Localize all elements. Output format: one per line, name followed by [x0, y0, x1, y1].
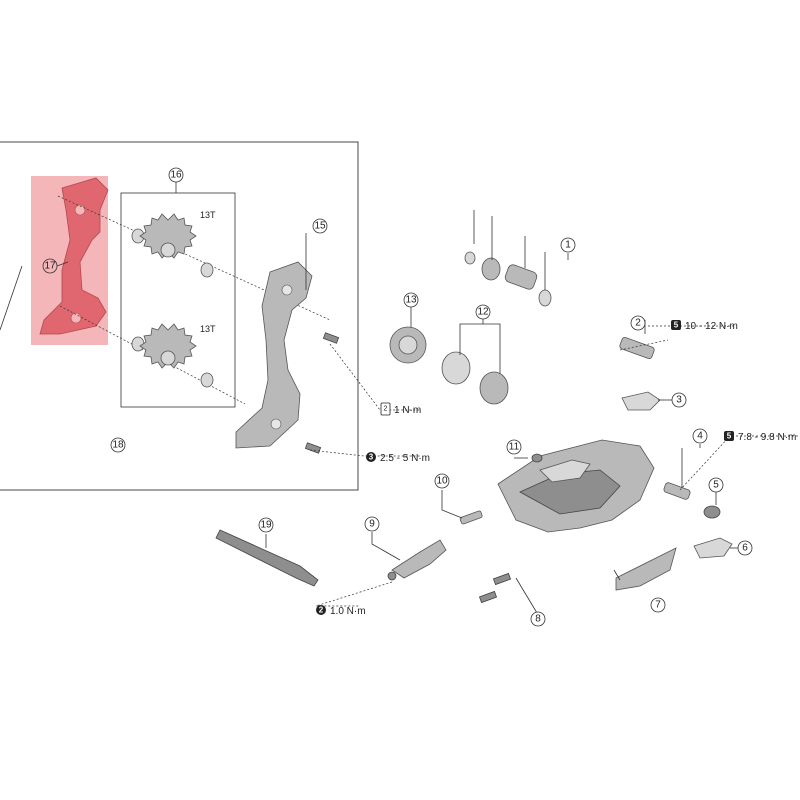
protective-guard	[615, 547, 677, 591]
svg-text:5: 5	[674, 321, 679, 330]
svg-text:13: 13	[405, 295, 417, 306]
svg-text:1: 1	[565, 240, 571, 251]
pulley-hub	[160, 242, 176, 258]
svg-text:5: 5	[713, 480, 719, 491]
svg-text:2: 2	[635, 318, 641, 329]
torque-spec-stop-bolt: 5 7.8 - 9.8 N·m	[724, 431, 796, 443]
bolt-cap	[703, 505, 721, 519]
callout-2: 2	[630, 315, 646, 331]
adjust-screw	[492, 572, 512, 586]
link-arm	[391, 539, 447, 579]
bushing	[441, 351, 471, 385]
svg-text:10 - 12 N·m: 10 - 12 N·m	[685, 321, 738, 332]
svg-text:6: 6	[742, 543, 748, 554]
pulley-hub	[160, 350, 176, 366]
callout-11: 11	[506, 439, 522, 455]
cage-bolt	[304, 442, 322, 454]
arm-screw	[387, 571, 397, 581]
torque-spec-bolt: 5 10 - 12 N·m	[671, 320, 738, 332]
svg-text:7: 7	[655, 600, 661, 611]
bushing	[481, 257, 501, 281]
bushing	[479, 371, 509, 405]
cage-hole	[270, 418, 282, 430]
cage-bolt	[322, 332, 340, 344]
svg-text:1.0 N·m: 1.0 N·m	[330, 606, 366, 617]
pulley-washer	[200, 262, 214, 278]
svg-text:8: 8	[535, 614, 541, 625]
callout-18: 18	[110, 437, 126, 453]
plate-center	[398, 335, 418, 355]
callout-9: 9	[364, 516, 380, 532]
spring-clip	[464, 251, 476, 265]
callout-3: 3	[671, 392, 687, 408]
svg-text:3: 3	[676, 395, 682, 406]
adjust-screw	[478, 590, 498, 604]
small-bushing	[531, 453, 543, 463]
callout-1: 1	[560, 237, 576, 253]
svg-text:9: 9	[369, 519, 375, 530]
svg-text:1 N·m: 1 N·m	[394, 405, 421, 416]
svg-text:10: 10	[436, 476, 448, 487]
svg-text:17: 17	[44, 261, 56, 272]
callout-8: 8	[530, 611, 546, 627]
callout-7: 7	[650, 597, 666, 613]
svg-text:11: 11	[509, 442, 520, 453]
callout-13: 13	[403, 292, 419, 308]
body-detail	[539, 459, 591, 483]
cage-hole	[70, 312, 82, 324]
callout-10: 10	[434, 473, 450, 489]
callout-16: 16	[168, 167, 184, 183]
svg-text:12: 12	[477, 307, 489, 318]
leader-lines	[0, 182, 800, 619]
callout-6: 6	[737, 540, 753, 556]
torque-spec-pulley-upper: 2 1 N·m	[380, 402, 421, 416]
svg-text:3: 3	[369, 453, 374, 462]
stop-bolt	[663, 482, 691, 500]
pulley-group-box	[120, 192, 236, 408]
svg-text:16: 16	[170, 170, 182, 181]
callout-4: 4	[692, 428, 708, 444]
lower-pulley-teeth-label: 13T	[200, 324, 216, 334]
cage-hole	[74, 204, 86, 216]
outer-cage-plate	[39, 177, 109, 335]
torque-spec-pulley-lower: 3 2.5 - 5 N·m	[366, 452, 430, 464]
o-ring	[538, 289, 552, 307]
svg-text:5: 5	[727, 432, 732, 441]
upper-pulley-teeth-label: 13T	[200, 210, 216, 220]
cover-plate	[621, 391, 661, 411]
svg-text:18: 18	[112, 440, 124, 451]
svg-text:4: 4	[697, 431, 703, 442]
axle-sleeve	[504, 264, 538, 290]
svg-text:2: 2	[319, 606, 324, 615]
mounting-bolt	[619, 336, 655, 360]
callout-17: 17	[42, 258, 58, 274]
callout-19: 19	[258, 517, 274, 533]
callout-5: 5	[708, 477, 724, 493]
svg-text:2: 2	[384, 406, 388, 413]
pulley-washer	[200, 372, 214, 388]
pulley-washer	[131, 336, 145, 352]
cage-assembly-box	[0, 141, 359, 491]
cage-hole	[281, 284, 293, 296]
side-cover	[693, 537, 733, 559]
torque-spec-arm-screw: 2 1.0 N·m	[316, 605, 366, 617]
tool	[215, 529, 319, 587]
svg-text:15: 15	[314, 221, 326, 232]
callout-12: 12	[475, 304, 491, 320]
svg-text:2.5 - 5 N·m: 2.5 - 5 N·m	[380, 453, 430, 464]
link-pin	[459, 510, 483, 525]
inner-cage-plate	[235, 261, 313, 449]
svg-text:19: 19	[260, 520, 272, 531]
callout-15: 15	[312, 218, 328, 234]
svg-text:7.8 - 9.8 N·m: 7.8 - 9.8 N·m	[738, 432, 796, 443]
callouts: 16 15 13 12 1 2 3 4 5 6 7 8 9 10 11 17 1…	[42, 167, 753, 627]
